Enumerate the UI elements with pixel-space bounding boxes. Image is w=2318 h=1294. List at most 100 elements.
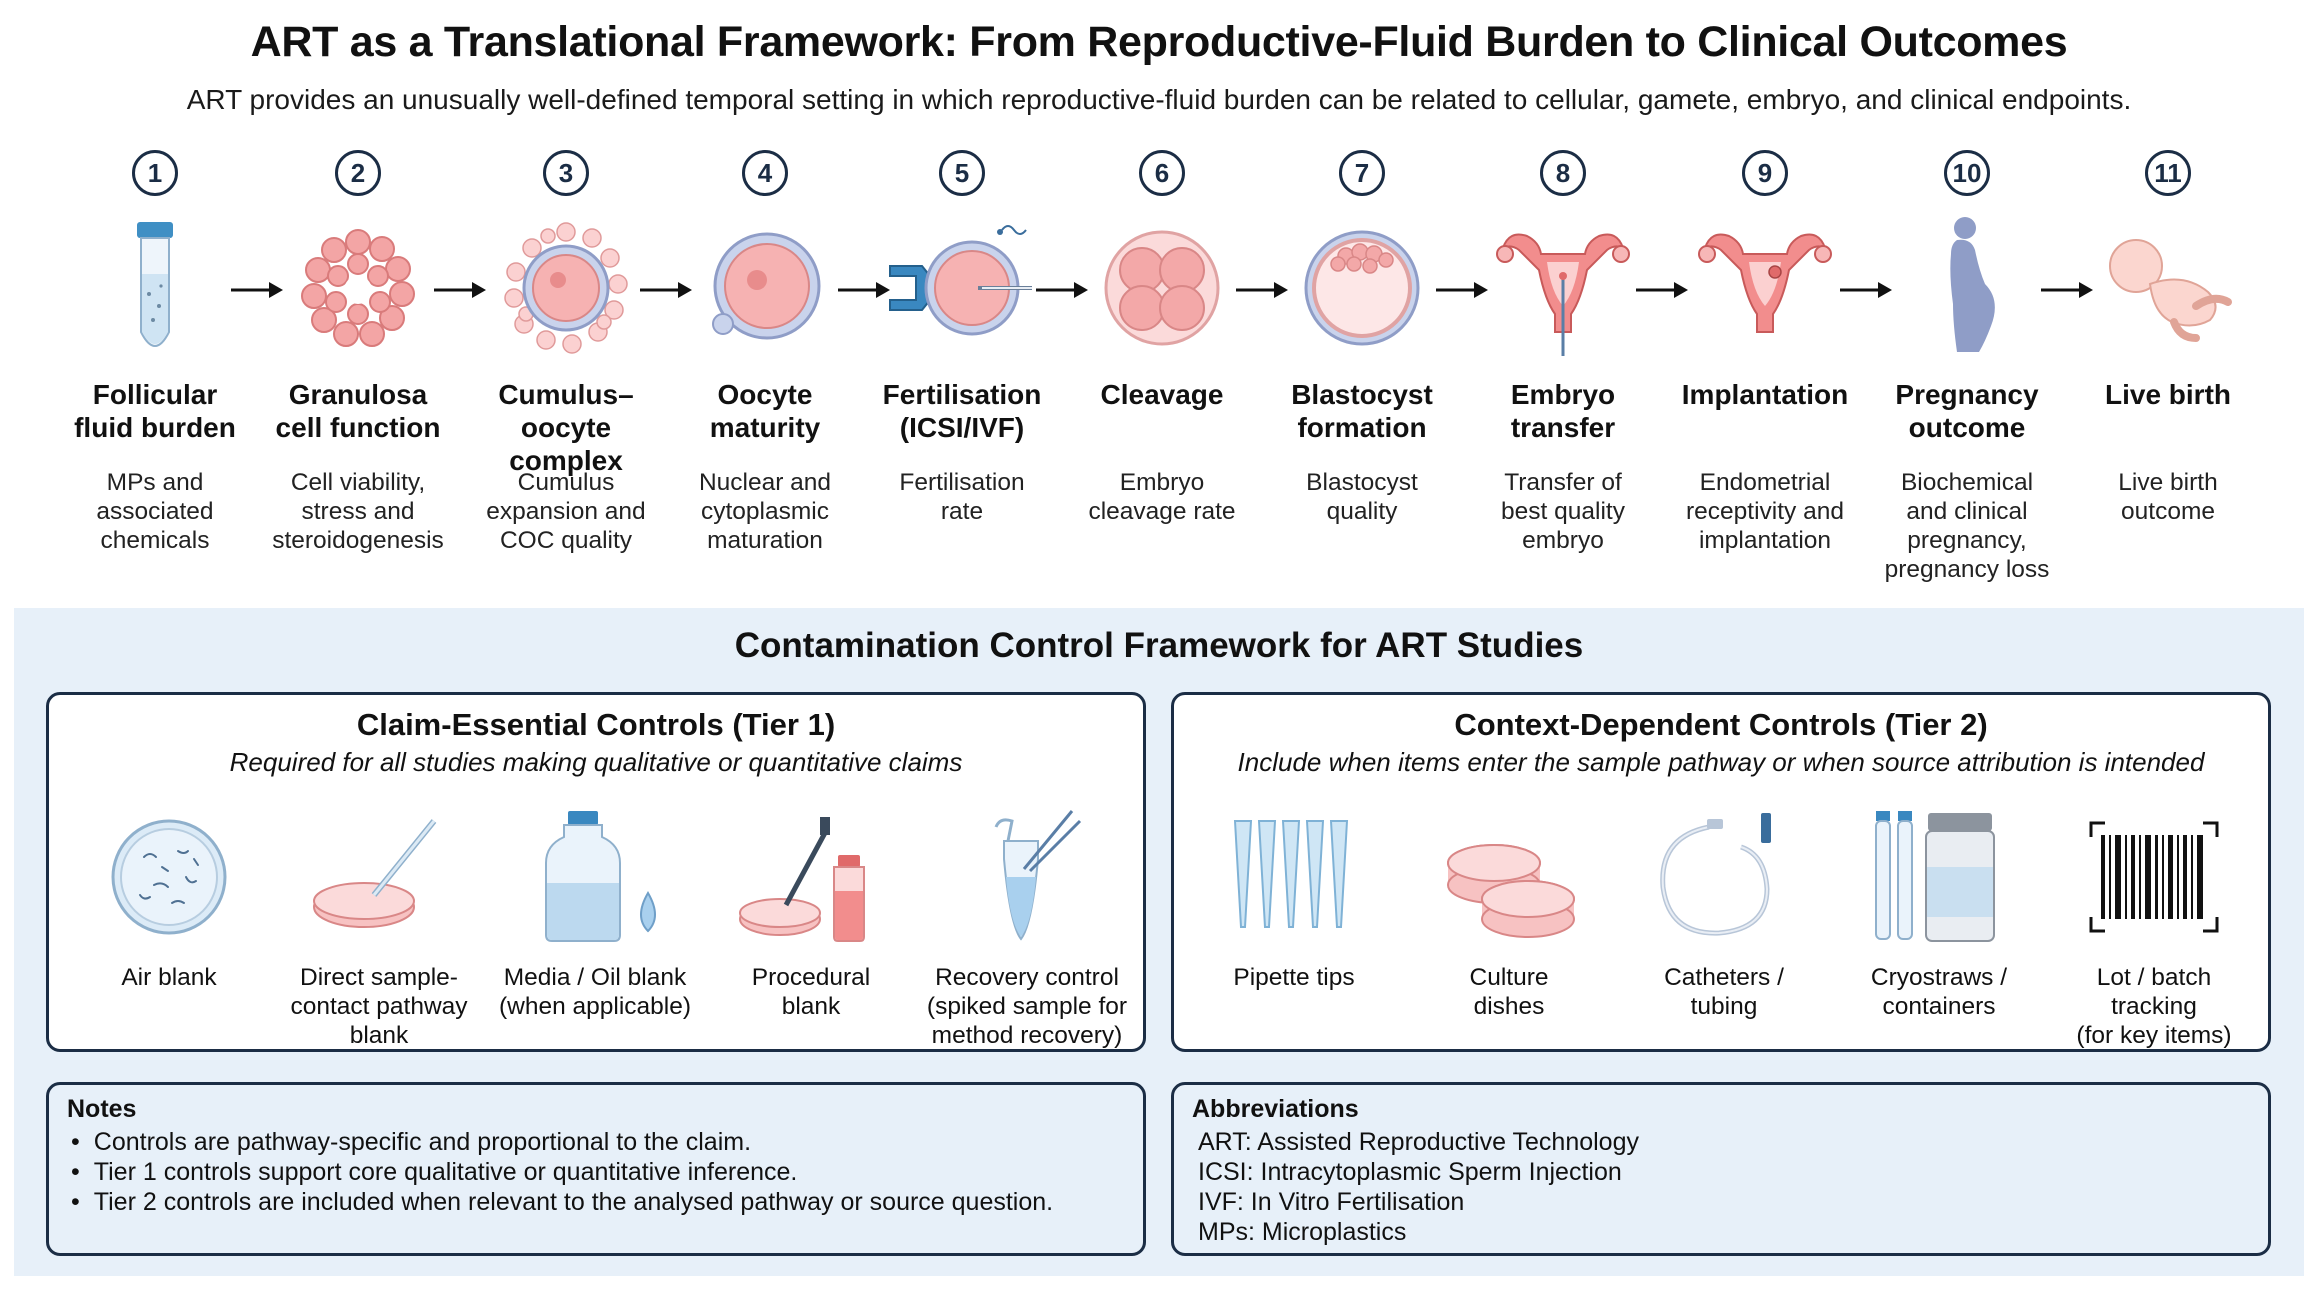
step-description: MPs and associated chemicals xyxy=(96,469,214,554)
abbreviations-box: Abbreviations ART: Assisted Reproductive… xyxy=(1171,1082,2271,1256)
step-label: Implantation xyxy=(1681,379,1849,410)
step-label: Blastocyst formation xyxy=(1291,379,1433,443)
abbreviations-list: ART: Assisted Reproductive Technology IC… xyxy=(1198,1127,1639,1247)
step-number: 11 xyxy=(2145,150,2191,196)
step-6: 6 Cleavage Embryo cleavage rate xyxy=(1057,150,1267,526)
step-number: 1 xyxy=(132,150,178,196)
control-label: Direct sample- contact pathway blank xyxy=(290,964,468,1049)
step-number: 8 xyxy=(1540,150,1586,196)
control-label: Pipette tips xyxy=(1233,964,1355,991)
pipette-dish-icon xyxy=(313,819,437,928)
tier1-box: Claim-Essential Controls (Tier 1) Requir… xyxy=(46,692,1146,1052)
procedural-blank-icon xyxy=(739,817,865,942)
granulosa-cells-icon xyxy=(301,229,415,347)
step-number: 6 xyxy=(1139,150,1185,196)
step-label: Cleavage xyxy=(1100,379,1224,410)
control-label: Lot / batch tracking (for key items) xyxy=(2076,964,2232,1049)
step-4: 4 Oocyte maturity Nuclear and cytoplasmi… xyxy=(660,150,870,555)
tier1-title: Claim-Essential Controls (Tier 1) xyxy=(356,707,836,742)
notes-box: Notes Controls are pathway-specific and … xyxy=(46,1082,1146,1256)
control-label: Air blank xyxy=(121,964,217,991)
pregnant-woman-icon xyxy=(1950,217,1995,352)
culture-dishes-icon xyxy=(1447,844,1575,938)
cumulus-oocyte-icon xyxy=(504,222,628,354)
arrow-right-icon xyxy=(1840,282,1892,298)
step-label: Fertilisation (ICSI/IVF) xyxy=(882,379,1042,443)
step-label: Embryo transfer xyxy=(1510,379,1616,443)
step-2: 2 Granulosa cell function Cell viability… xyxy=(253,150,463,555)
step-description: Transfer of best quality embryo xyxy=(1501,469,1625,554)
step-description: Cumulus expansion and COC quality xyxy=(486,469,646,554)
step-label: Follicular fluid burden xyxy=(74,379,236,443)
step-11: 11 Live birth Live birth outcome xyxy=(2063,150,2273,526)
cleavage-embryo-icon xyxy=(1104,230,1220,346)
catheter-icon xyxy=(1660,813,1771,936)
step-5: 5 Fertilisation (ICSI/IVF) Fertilisation… xyxy=(857,150,1067,526)
air-blank-dish-icon xyxy=(111,819,227,935)
step-description: Fertilisation rate xyxy=(899,469,1025,525)
arrow-right-icon xyxy=(640,282,692,298)
control-label: Procedural blank xyxy=(751,964,871,1020)
note-item: Tier 1 controls support core qualitative… xyxy=(71,1157,1053,1187)
control-cryostraws: Cryostraws / containers xyxy=(1834,807,2044,1021)
abbreviation-item: ART: Assisted Reproductive Technology xyxy=(1198,1128,1639,1156)
step-description: Embryo cleavage rate xyxy=(1088,469,1236,525)
control-culture-dishes: Culture dishes xyxy=(1404,807,1614,1021)
control-recovery: Recovery control (spiked sample for meth… xyxy=(922,807,1132,1050)
baby-icon xyxy=(2109,239,2232,342)
control-label: Media / Oil blank (when applicable) xyxy=(498,964,692,1020)
step-number: 3 xyxy=(543,150,589,196)
control-air-blank: Air blank xyxy=(64,807,274,992)
control-pipette-tips: Pipette tips xyxy=(1189,807,1399,992)
step-10: 10 Pregnancy outcome Biochemical and cli… xyxy=(1862,150,2072,584)
contamination-control-panel: Contamination Control Framework for ART … xyxy=(14,608,2304,1276)
control-label: Cryostraws / containers xyxy=(1870,964,2008,1020)
control-direct-contact-blank: Direct sample- contact pathway blank xyxy=(274,807,484,1050)
step-9: 9 Implantation Endometrial receptivity a… xyxy=(1660,150,1870,555)
arrow-right-icon xyxy=(2041,282,2093,298)
blastocyst-icon xyxy=(1304,230,1420,346)
step-8: 8 Embryo transfer Transfer of best quali… xyxy=(1458,150,1668,555)
tier2-subtitle: Include when items enter the sample path… xyxy=(1237,747,2205,777)
step-description: Cell viability, stress and steroidogenes… xyxy=(272,469,444,554)
notes-list: Controls are pathway-specific and propor… xyxy=(71,1127,1053,1217)
tier1-subtitle: Required for all studies making qualitat… xyxy=(229,747,963,777)
control-media-oil-blank: Media / Oil blank (when applicable) xyxy=(490,807,700,1021)
figure-title: ART as a Translational Framework: From R… xyxy=(250,18,2068,66)
oocyte-icon xyxy=(712,232,821,340)
control-procedural-blank: Procedural blank xyxy=(706,807,916,1021)
control-label: Catheters / tubing xyxy=(1664,964,1784,1020)
note-item: Controls are pathway-specific and propor… xyxy=(71,1127,1053,1157)
note-item: Tier 2 controls are included when releva… xyxy=(71,1187,1053,1217)
tube-icon xyxy=(137,222,173,347)
step-description: Nuclear and cytoplasmic maturation xyxy=(698,469,832,554)
control-label: Recovery control (spiked sample for meth… xyxy=(926,964,1128,1049)
arrow-right-icon xyxy=(1436,282,1488,298)
step-number: 9 xyxy=(1742,150,1788,196)
arrow-right-icon xyxy=(1236,282,1288,298)
figure-subtitle: ART provides an unusually well-defined t… xyxy=(186,84,2132,115)
arrow-right-icon xyxy=(231,282,283,298)
step-description: Blastocyst quality xyxy=(1306,469,1418,525)
workflow-steps: 1 Follicular fluid burden MPs and associ… xyxy=(0,150,2318,590)
step-label: Oocyte maturity xyxy=(709,379,821,443)
step-label: Live birth xyxy=(2104,379,2231,410)
step-label: Granulosa cell function xyxy=(275,379,441,443)
uterus-implantation-icon xyxy=(1698,233,1832,333)
arrow-right-icon xyxy=(434,282,486,298)
step-description: Biochemical and clinical pregnancy, preg… xyxy=(1884,469,2050,583)
icsi-icon xyxy=(889,225,1032,336)
step-7: 7 Blastocyst formation Blastocyst qualit… xyxy=(1257,150,1467,526)
notes-title: Notes xyxy=(67,1095,137,1123)
panel-title: Contamination Control Framework for ART … xyxy=(734,626,1584,665)
step-description: Live birth outcome xyxy=(2118,469,2218,525)
abbreviation-item: MPs: Microplastics xyxy=(1198,1218,1407,1246)
control-label: Culture dishes xyxy=(1469,964,1549,1020)
step-number: 10 xyxy=(1944,150,1990,196)
uterus-transfer-icon xyxy=(1496,233,1630,356)
arrow-right-icon xyxy=(1636,282,1688,298)
media-bottle-icon xyxy=(545,811,656,942)
spiked-tube-icon xyxy=(994,810,1082,941)
arrow-right-icon xyxy=(838,282,890,298)
step-number: 5 xyxy=(939,150,985,196)
